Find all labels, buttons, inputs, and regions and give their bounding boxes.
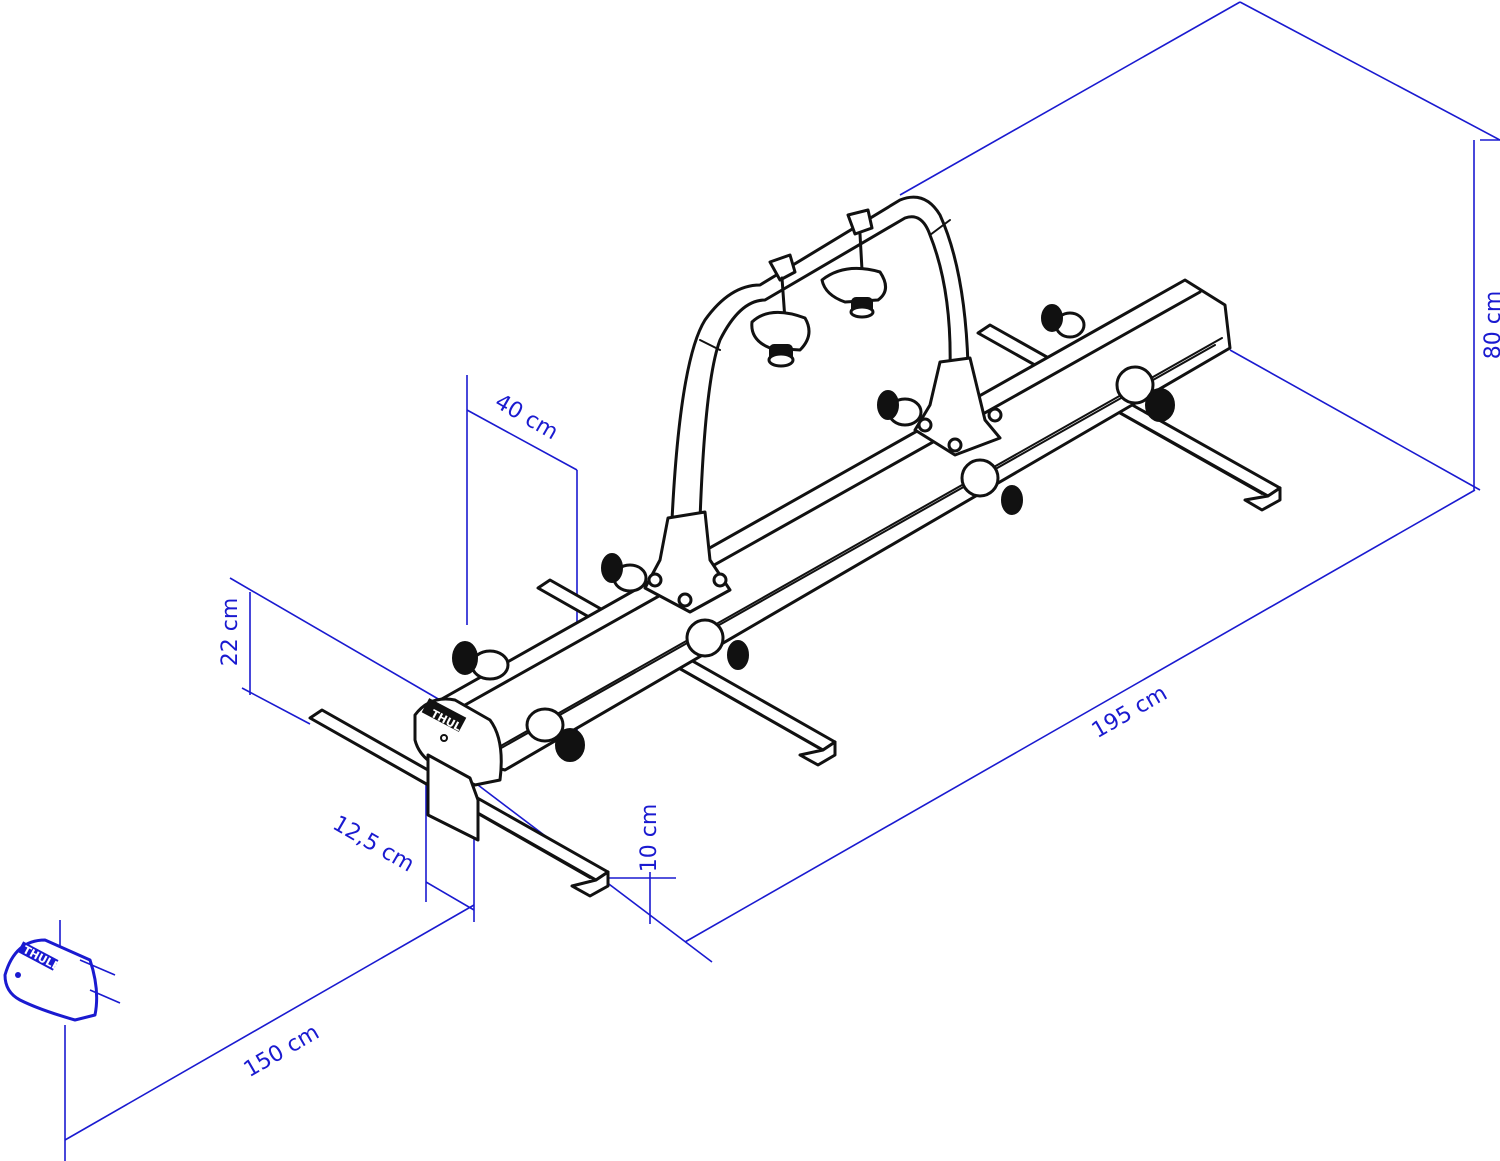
dim-label-150cm: 150 cm [240, 1020, 324, 1083]
dim-label-40cm: 40 cm [490, 389, 562, 445]
dim-label-12-5cm: 12,5 cm [328, 811, 418, 877]
arch-mount-rear [913, 356, 1003, 457]
knob-back-left [1041, 304, 1086, 339]
bike-frame-arch [670, 195, 970, 522]
dim-label-10cm: 10 cm [637, 804, 662, 873]
clamp-arm-right [820, 208, 887, 319]
knob-rear-left [877, 390, 923, 427]
knob-back-right [1115, 365, 1175, 422]
end-cap: THULE [413, 697, 503, 842]
knob-front-left [452, 641, 510, 681]
end-cap-detail: THULE [3, 920, 121, 1022]
knob-rear-right [960, 458, 1023, 515]
knob-front-right [525, 707, 585, 762]
knob-middle-left [601, 553, 648, 593]
dim-label-80cm: 80 cm [1481, 291, 1500, 360]
knob-middle-right [685, 618, 749, 670]
clamp-arm-left [750, 253, 811, 368]
dim-label-22cm: 22 cm [218, 598, 243, 667]
arch-mount-front [643, 510, 732, 614]
main-beam [438, 278, 1232, 772]
dim-label-195cm: 195 cm [1088, 681, 1172, 744]
